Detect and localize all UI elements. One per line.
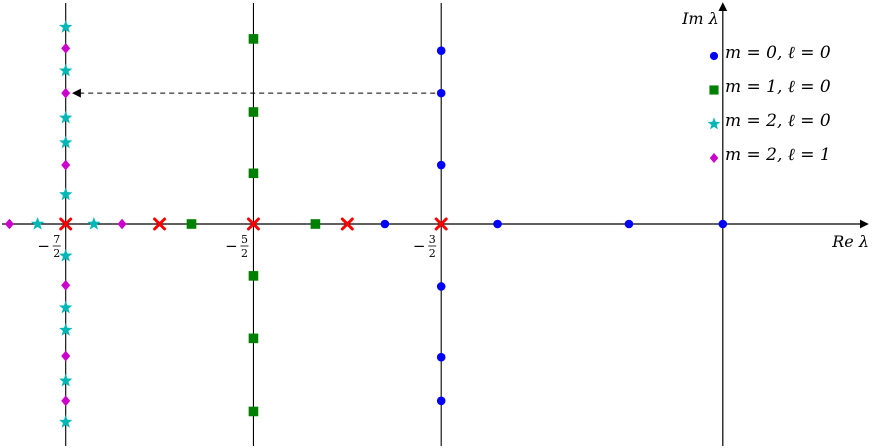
data-point-star bbox=[59, 63, 73, 77]
data-point-diamond bbox=[117, 218, 127, 230]
data-point-diamond bbox=[4, 218, 14, 230]
x-tick-label: −72 bbox=[37, 233, 61, 260]
legend-marker-square bbox=[709, 85, 719, 95]
x-tick-labels: −72−52−32 bbox=[37, 233, 437, 260]
data-point-square bbox=[248, 107, 259, 117]
data-points bbox=[4, 20, 728, 428]
data-point-square bbox=[248, 271, 259, 281]
data-point-diamond bbox=[61, 159, 71, 171]
data-point-diamond bbox=[61, 350, 71, 362]
x-axis-label: Re λ bbox=[831, 232, 869, 251]
data-point-star bbox=[59, 415, 73, 428]
data-point-cross bbox=[153, 217, 167, 231]
data-point-circle bbox=[436, 282, 446, 291]
data-point-star bbox=[59, 373, 73, 387]
x-tick-label: −52 bbox=[225, 233, 249, 260]
data-point-star bbox=[59, 187, 73, 201]
data-point-circle bbox=[436, 352, 446, 362]
series-diamond bbox=[4, 43, 127, 407]
tick-denominator: 2 bbox=[241, 247, 248, 260]
tick-sign: − bbox=[413, 237, 426, 255]
tick-sign: − bbox=[37, 237, 50, 255]
data-point-cross bbox=[434, 217, 448, 231]
data-point-circle bbox=[436, 46, 446, 55]
legend: m = 0, ℓ = 0 m = 1, ℓ = 0 m = 2, ℓ = 0 m = … bbox=[707, 43, 831, 165]
tick-denominator: 2 bbox=[53, 247, 60, 260]
data-point-diamond bbox=[61, 395, 71, 407]
series-circle bbox=[380, 46, 728, 406]
data-point-diamond bbox=[61, 43, 71, 54]
tick-denominator: 2 bbox=[429, 247, 436, 260]
data-point-star bbox=[59, 248, 73, 262]
legend-label: m = 2, ℓ = 0 bbox=[725, 111, 831, 131]
data-point-star bbox=[59, 135, 73, 149]
legend-label: m = 0, ℓ = 0 bbox=[725, 43, 831, 63]
tick-numerator: 7 bbox=[53, 233, 60, 246]
legend-label: m = 2, ℓ = 1 bbox=[725, 145, 831, 165]
tick-sign: − bbox=[225, 237, 238, 255]
series-star bbox=[30, 20, 101, 428]
data-point-circle bbox=[436, 160, 446, 170]
data-point-circle bbox=[718, 219, 728, 229]
y-axis-label: Im λ bbox=[681, 9, 719, 28]
data-point-star bbox=[59, 300, 73, 314]
legend-entry: m = 2, ℓ = 1 bbox=[709, 145, 831, 165]
data-point-square bbox=[248, 168, 259, 179]
data-point-square bbox=[186, 219, 197, 229]
legend-label: m = 1, ℓ = 0 bbox=[725, 77, 831, 97]
data-point-cross bbox=[59, 217, 73, 231]
legend-marker-diamond bbox=[709, 152, 719, 164]
data-point-circle bbox=[624, 219, 634, 229]
data-point-square bbox=[248, 333, 259, 344]
legend-entry: m = 2, ℓ = 0 bbox=[707, 111, 831, 131]
data-point-square bbox=[310, 219, 321, 229]
series-square bbox=[186, 34, 321, 417]
legend-entry: m = 1, ℓ = 0 bbox=[709, 77, 831, 97]
data-point-circle bbox=[436, 88, 446, 98]
data-point-star bbox=[59, 20, 73, 33]
data-point-circle bbox=[380, 219, 390, 229]
data-point-star bbox=[87, 217, 101, 230]
data-point-cross bbox=[246, 217, 260, 231]
data-point-diamond bbox=[61, 87, 71, 99]
tick-numerator: 5 bbox=[241, 233, 248, 246]
legend-marker-star bbox=[707, 117, 721, 130]
data-point-square bbox=[248, 34, 259, 44]
legend-entry: m = 0, ℓ = 0 bbox=[709, 43, 831, 63]
data-point-cross bbox=[340, 217, 354, 231]
data-point-circle bbox=[493, 219, 502, 229]
data-point-diamond bbox=[61, 280, 71, 291]
data-point-square bbox=[248, 406, 259, 417]
series-cross bbox=[59, 217, 448, 231]
data-point-star bbox=[30, 217, 45, 230]
data-point-star bbox=[59, 323, 73, 336]
data-point-circle bbox=[436, 396, 446, 406]
tick-numerator: 3 bbox=[429, 233, 436, 246]
legend-marker-circle bbox=[709, 51, 719, 61]
data-point-star bbox=[59, 110, 73, 124]
x-tick-label: −32 bbox=[413, 233, 437, 260]
